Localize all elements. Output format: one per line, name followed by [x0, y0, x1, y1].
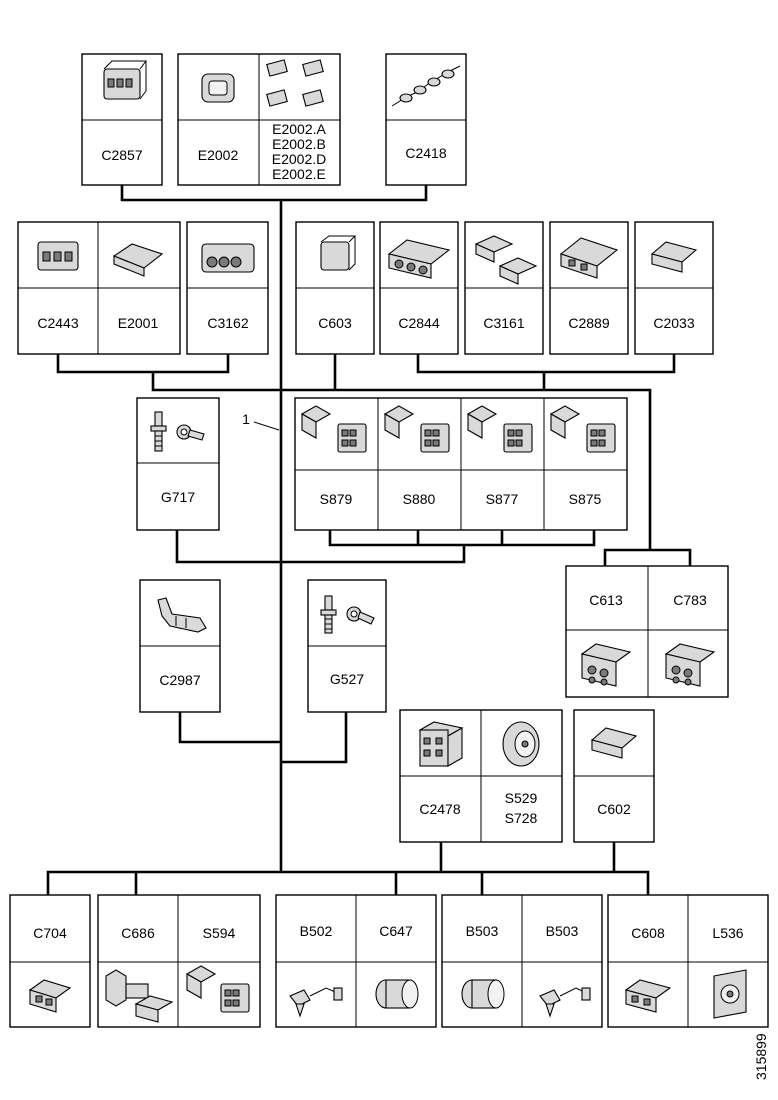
- label-b502: B502: [300, 923, 333, 939]
- connector-c608-l536: C608 L536: [607, 894, 769, 1028]
- label-c602: C602: [597, 801, 631, 817]
- label-c2857: C2857: [101, 147, 142, 163]
- switches-s879-s880-s877-s875: S879 S880 S877 S875: [294, 397, 628, 531]
- connector-block-icon: [320, 235, 357, 271]
- ring-terminal-icon: [346, 606, 375, 625]
- label-b503-right: B503: [546, 923, 579, 939]
- switch-icon: [185, 965, 250, 1013]
- label-e2002-b: E2002.B: [272, 136, 326, 152]
- connector-c2478-s529: C2478 S529 S728: [399, 709, 563, 843]
- connector-c602: C602: [573, 709, 655, 843]
- connector-c2857: C2857: [81, 53, 163, 186]
- temperature-sensor-icon: [289, 987, 343, 1018]
- connector-block-icon: [387, 239, 451, 279]
- label-c2987: C2987: [159, 672, 200, 688]
- terminal-set-icon: [266, 59, 324, 107]
- callout-1: 1: [242, 411, 250, 427]
- label-s879: S879: [320, 491, 353, 507]
- label-s877: S877: [486, 491, 519, 507]
- connector-c603: C603: [295, 221, 375, 355]
- label-s529: S529: [505, 790, 538, 806]
- switch-icon: [300, 405, 367, 453]
- label-s875: S875: [569, 491, 602, 507]
- connector-block-icon: [28, 979, 72, 1013]
- ground-stud-icon: [150, 411, 167, 452]
- plug-cylinder-icon: [375, 979, 419, 1009]
- ring-terminal-icon: [176, 424, 205, 441]
- label-s594: S594: [203, 925, 236, 941]
- label-e2002-d: E2002.D: [272, 151, 326, 167]
- plug-cylinder-icon: [461, 979, 505, 1009]
- label-c2889: C2889: [568, 315, 609, 331]
- module-icon: [112, 243, 164, 277]
- lamp-socket-icon: [713, 969, 747, 1019]
- label-s728: S728: [505, 810, 538, 826]
- label-c613: C613: [589, 592, 623, 608]
- label-e2002-e: E2002.E: [272, 166, 326, 182]
- connector-block-icon: [650, 241, 698, 273]
- label-c783: C783: [673, 592, 707, 608]
- connector-pair-icon: [105, 969, 174, 1023]
- terminal-c2987: C2987: [139, 579, 221, 713]
- connector-c2418: C2418: [385, 53, 467, 186]
- connector-c2844-c3161-c2889-c2033: C2844 C3161 C2889 C2033: [379, 221, 714, 355]
- switch-icon: [383, 405, 450, 453]
- connector-block-icon: [664, 643, 716, 687]
- connector-c3162: C3162: [186, 221, 269, 355]
- label-e2002-a: E2002.A: [272, 121, 326, 137]
- connector-c2443-e2001: C2443 E2001: [17, 221, 181, 355]
- label-c2478: C2478: [419, 801, 460, 817]
- switch-icon: [466, 405, 533, 453]
- sensor-b502-c647: B502 C647: [275, 894, 437, 1028]
- temperature-sensor-icon: [539, 987, 591, 1018]
- connector-block-icon: [624, 979, 672, 1013]
- label-e2001: E2001: [118, 315, 159, 331]
- label-c2443: C2443: [37, 315, 78, 331]
- label-g527: G527: [330, 671, 364, 687]
- connector-c686-s594: C686 S594: [97, 894, 261, 1028]
- connector-block-icon: [590, 727, 638, 759]
- label-c2418: C2418: [405, 145, 446, 161]
- connector-c613-c783: C613 C783: [565, 565, 729, 698]
- crimp-terminal-icon: [157, 597, 207, 633]
- label-c686: C686: [121, 925, 155, 941]
- connector-e2002: E2002 E2002.A E2002.B E2002.D E2002.E: [177, 53, 341, 186]
- connector-c704: C704: [9, 894, 91, 1028]
- label-c2844: C2844: [398, 315, 439, 331]
- connector-block-icon: [559, 237, 619, 279]
- connector-block-icon: [37, 241, 79, 271]
- connector-block-icon: [418, 721, 464, 767]
- switch-icon: [549, 405, 616, 453]
- ground-g527: G527: [307, 579, 387, 713]
- connector-block-icon: [201, 243, 255, 273]
- label-c608: C608: [631, 925, 665, 941]
- label-c704: C704: [33, 925, 67, 941]
- label-c603: C603: [318, 315, 352, 331]
- sensor-disc-icon: [502, 721, 540, 767]
- plug-pair-icon: [474, 235, 538, 285]
- label-c3162: C3162: [207, 315, 248, 331]
- label-s880: S880: [403, 491, 436, 507]
- label-c2033: C2033: [653, 315, 694, 331]
- label-b503-left: B503: [466, 923, 499, 939]
- ground-g717: G717: [136, 397, 220, 531]
- connector-block-icon: [580, 643, 632, 687]
- label-c647: C647: [379, 923, 413, 939]
- connector-block-icon: [103, 60, 147, 100]
- module-icon: [201, 73, 235, 103]
- sensor-b503: B503 B503: [441, 894, 603, 1028]
- harness-wires: [46, 185, 692, 895]
- figure-number: 315899: [753, 1033, 769, 1080]
- label-c3161: C3161: [483, 315, 524, 331]
- label-g717: G717: [161, 489, 195, 505]
- ground-stud-icon: [320, 595, 337, 634]
- label-e2002: E2002: [198, 147, 239, 163]
- terminal-chain-icon: [391, 65, 461, 107]
- label-l536: L536: [712, 925, 743, 941]
